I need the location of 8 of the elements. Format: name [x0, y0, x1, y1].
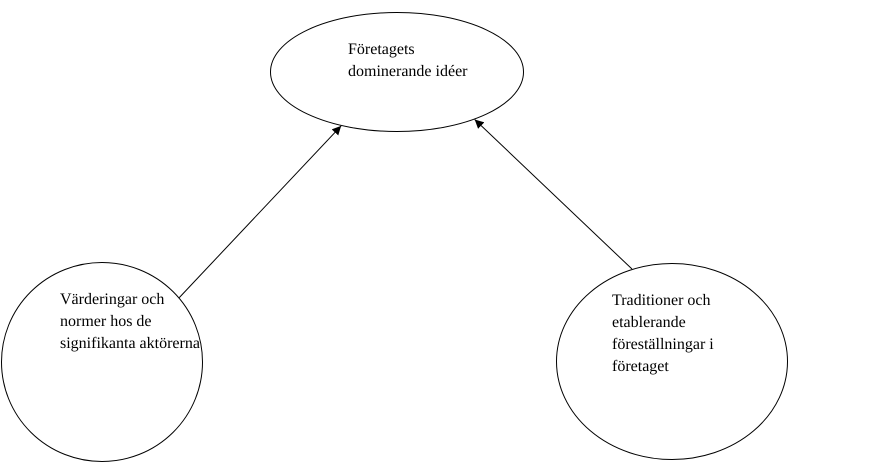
ellipse [1, 262, 203, 462]
node-text: Värderingar och normer hos de signifikanta aktörerna [60, 290, 200, 354]
ellipse [556, 263, 788, 460]
ellipse [270, 12, 524, 132]
node-text: Traditioner och etablerande föreställningar i företaget [612, 291, 715, 377]
arrow [178, 125, 342, 298]
node-text: Företagets dominerande idéer [348, 40, 468, 82]
arrow [474, 118, 632, 270]
